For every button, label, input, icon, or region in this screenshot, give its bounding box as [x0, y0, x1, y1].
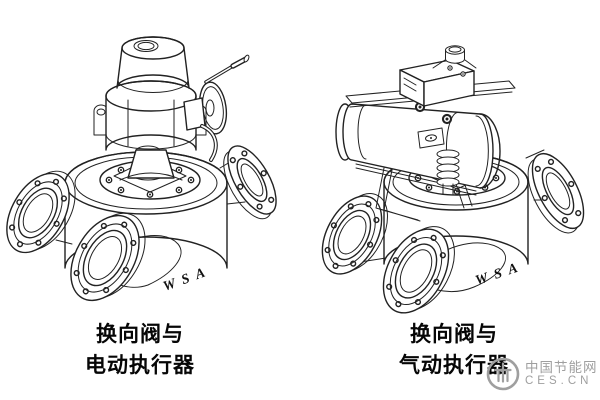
indicator-cap [432, 45, 477, 69]
sight-glass [133, 40, 159, 52]
solenoid-box [399, 59, 475, 107]
motor-housing [105, 80, 197, 151]
electric-valve-drawing: WSA [6, 36, 277, 302]
actuator-top-cap [116, 36, 190, 93]
pneumatic-valve-drawing: WSA [321, 45, 585, 314]
flange-lower-left [70, 212, 146, 302]
flange-right [525, 149, 585, 234]
flange-upper-left [6, 170, 76, 254]
flange-right [219, 145, 277, 220]
body-marking: WSA [474, 259, 527, 289]
electric-actuator [93, 36, 250, 181]
watermark: 中国节能网 CES.CN [484, 355, 598, 393]
casting-outline [415, 242, 506, 292]
caption-pneumatic: 换向阀与 气动执行器 [318, 319, 590, 381]
manual-lever [204, 54, 250, 84]
actuator-yoke [127, 149, 175, 179]
caption-line: 换向阀与 [410, 322, 498, 346]
watermark-site-domain: CES.CN [525, 375, 593, 388]
flange-upper-left [321, 193, 388, 275]
caption-line: 电动执行器 [85, 353, 195, 377]
caption-line: 换向阀与 [96, 322, 184, 346]
watermark-site-name: 中国节能网 [525, 359, 598, 375]
flange-lower-left [382, 226, 455, 314]
body-marking: WSA [161, 263, 214, 294]
conduit-cable [200, 124, 218, 162]
bellows-coupling [436, 149, 460, 195]
pneumatic-actuator [335, 45, 516, 222]
caption-electric: 换向阀与 电动执行器 [5, 319, 275, 381]
watermark-logo-icon [486, 357, 520, 391]
bracket-ear [417, 127, 445, 149]
